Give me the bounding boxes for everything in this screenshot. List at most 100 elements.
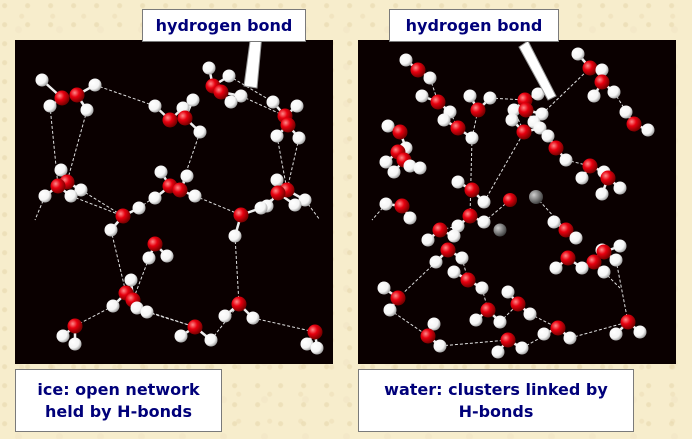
hydrogen-atom: [413, 161, 427, 175]
hydrogen-bond-line: [234, 235, 240, 305]
oxygen-atom: [233, 207, 249, 223]
hydrogen-atom: [475, 281, 489, 295]
hydrogen-atom: [292, 131, 306, 145]
hydrogen-atom: [270, 173, 284, 187]
hydrogen-atom: [290, 99, 304, 113]
hydrogen-atom: [613, 181, 627, 195]
hydrogen-bond-line: [252, 317, 316, 333]
hydrogen-atom: [403, 159, 417, 173]
oxygen-atom: [518, 102, 534, 118]
hydrogen-atom: [383, 303, 397, 317]
oxygen-atom: [69, 87, 85, 103]
hydrogen-atom: [106, 299, 120, 313]
water-caption-text: water: clusters linked by H-bonds: [384, 379, 608, 421]
hydrogen-atom: [477, 195, 491, 209]
hydrogen-atom: [563, 331, 577, 345]
hydrogen-atom: [288, 198, 302, 212]
oxygen-atom: [280, 117, 296, 133]
hydrogen-atom: [533, 121, 547, 135]
hydrogen-atom: [218, 309, 232, 323]
hydrogen-atom: [188, 189, 202, 203]
oxygen-atom: [620, 314, 636, 330]
hydrogen-bond-line: [469, 137, 473, 217]
oxygen-atom: [390, 290, 406, 306]
hydrogen-atom: [447, 229, 461, 243]
hydrogen-atom: [104, 223, 118, 237]
hydrogen-atom: [451, 219, 465, 233]
water-hydrogen-bond-callout-text: hydrogen bond: [405, 15, 543, 35]
hydrogen-atom: [246, 311, 260, 325]
ice-hydrogen-bond-callout-text: hydrogen bond: [155, 15, 293, 35]
oxygen-atom: [67, 318, 83, 334]
oxygen-atom: [187, 319, 203, 335]
hydrogen-atom: [54, 163, 68, 177]
hydrogen-atom: [124, 273, 138, 287]
oxygen-atom: [54, 90, 70, 106]
hydrogen-atom: [56, 329, 70, 343]
hydrogen-atom: [549, 261, 563, 275]
hydrogen-atom: [140, 305, 154, 319]
ice-structure-panel: [15, 40, 333, 364]
hydrogen-atom: [88, 78, 102, 92]
hydrogen-bond-line: [194, 195, 242, 216]
hydrogen-atom: [377, 281, 391, 295]
water-hydrogen-bond-callout: hydrogen bond: [389, 9, 559, 42]
hydrogen-atom: [160, 249, 174, 263]
carbon-atom: [493, 223, 507, 237]
hydrogen-bond-line: [110, 229, 127, 294]
water-caption: water: clusters linked by H-bonds: [358, 369, 634, 432]
hydrogen-atom: [437, 113, 451, 127]
hydrogen-bond-line: [240, 95, 286, 117]
hydrogen-bond-line: [397, 261, 437, 299]
oxygen-atom: [432, 222, 448, 238]
oxygen-atom: [392, 124, 408, 140]
hydrogen-atom: [204, 333, 218, 347]
hydrogen-bond-line: [34, 195, 46, 221]
hydrogen-bond-line: [569, 321, 629, 339]
hydrogen-atom: [483, 91, 497, 105]
hydrogen-atom: [493, 315, 507, 329]
oxygen-atom: [50, 178, 66, 194]
hydrogen-atom: [575, 261, 589, 275]
oxygen-atom: [480, 302, 496, 318]
oxygen-atom: [596, 244, 612, 260]
hydrogen-bond-line: [481, 287, 489, 311]
oxygen-atom: [550, 320, 566, 336]
ice-caption: ice: open network held by H-bonds: [15, 369, 222, 432]
oxygen-atom: [162, 112, 178, 128]
hydrogen-atom: [403, 211, 417, 225]
oxygen-atom: [394, 198, 410, 214]
oxygen-atom: [115, 208, 131, 224]
hydrogen-atom: [270, 129, 284, 143]
hydrogen-atom: [427, 317, 441, 331]
oxygen-atom: [560, 250, 576, 266]
oxygen-atom: [231, 296, 247, 312]
hydrogen-atom: [38, 189, 52, 203]
ice-hydrogen-bonds: [34, 75, 321, 341]
hydrogen-atom: [186, 93, 200, 107]
hydrogen-bond-line: [371, 203, 387, 221]
hydrogen-atom: [535, 107, 549, 121]
hydrogen-atom: [531, 87, 545, 101]
oxygen-atom: [307, 324, 323, 340]
hydrogen-atom: [421, 233, 435, 247]
hydrogen-bond-line: [439, 339, 509, 347]
hydrogen-atom: [193, 125, 207, 139]
hydrogen-atom: [423, 71, 437, 85]
water-molecule-diagram: [371, 47, 655, 359]
hydrogen-bond-line: [483, 131, 525, 203]
hydrogen-bond-line: [603, 271, 621, 289]
ice-hydrogen-bond-callout: hydrogen bond: [142, 9, 306, 42]
hydrogen-atom: [609, 253, 623, 267]
oxygen-atom: [213, 84, 229, 100]
hydrogen-atom: [132, 201, 146, 215]
hydrogen-atom: [415, 89, 429, 103]
hydrogen-atom: [254, 201, 268, 215]
hydrogen-atom: [515, 341, 529, 355]
oxygen-atom: [582, 158, 598, 174]
oxygen-atom: [594, 74, 610, 90]
hydrogen-atom: [142, 251, 156, 265]
hydrogen-atom: [547, 215, 561, 229]
hydrogen-atom: [491, 345, 505, 359]
hydrogen-atom: [447, 265, 461, 279]
